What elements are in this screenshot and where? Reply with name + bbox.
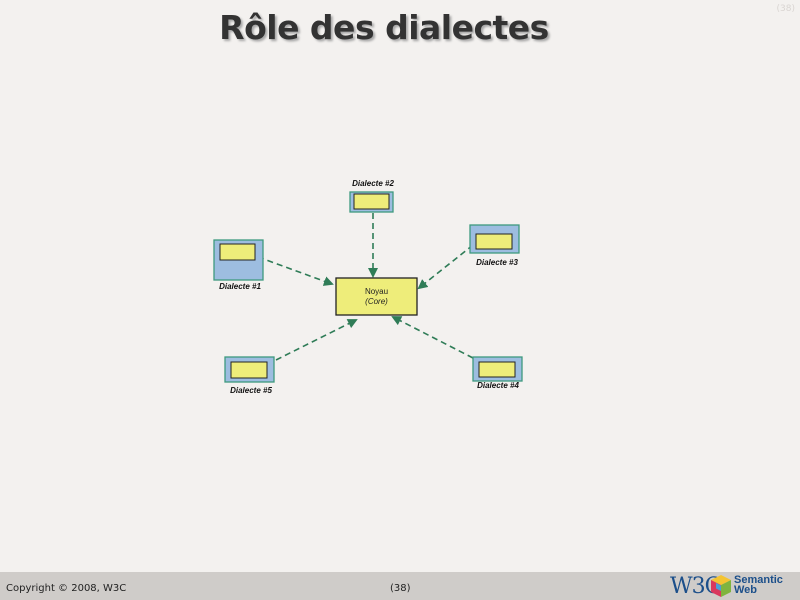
arrow-dialect-4 — [391, 316, 474, 359]
dialect-1-box: Dialecte #1 — [213, 239, 264, 291]
page-number-top: (38) — [776, 4, 795, 14]
dialect-4-label: Dialecte #4 — [477, 381, 519, 390]
core-label: Noyau — [365, 287, 388, 296]
core-box: Noyau (Core) — [335, 277, 418, 316]
semantic-web-text: Semantic Web — [734, 574, 783, 596]
footer-bar: Copyright © 2008, W3C (38) W3C Semantic … — [0, 572, 800, 600]
slide-title: Rôle des dialectes — [219, 8, 549, 47]
arrow-dialect-5 — [275, 319, 358, 361]
arrows — [257, 213, 474, 361]
copyright-text: Copyright © 2008, W3C — [6, 583, 127, 594]
page-number-footer: (38) — [390, 583, 411, 594]
web-word: Web — [734, 584, 758, 596]
dialect-1-label: Dialecte #1 — [219, 282, 261, 291]
dialect-3-label: Dialecte #3 — [476, 258, 518, 267]
w3c-semantic-web-logo: W3C Semantic Web — [668, 573, 796, 599]
dialect-3-box: Dialecte #3 — [469, 224, 520, 267]
semantic-web-cube-icon — [711, 575, 731, 597]
dialect-5-box: Dialecte #5 — [224, 356, 275, 395]
dialect-4-box: Dialecte #4 — [472, 356, 523, 390]
core-sublabel: (Core) — [365, 297, 388, 306]
arrow-dialect-1 — [257, 256, 334, 286]
dialect-2-label: Dialecte #2 — [352, 179, 394, 188]
semantic-word: Semantic — [734, 574, 783, 586]
arrow-dialect-3 — [417, 244, 474, 290]
dialect-5-label: Dialecte #5 — [230, 386, 272, 395]
dialect-2-box: Dialecte #2 — [349, 179, 394, 213]
